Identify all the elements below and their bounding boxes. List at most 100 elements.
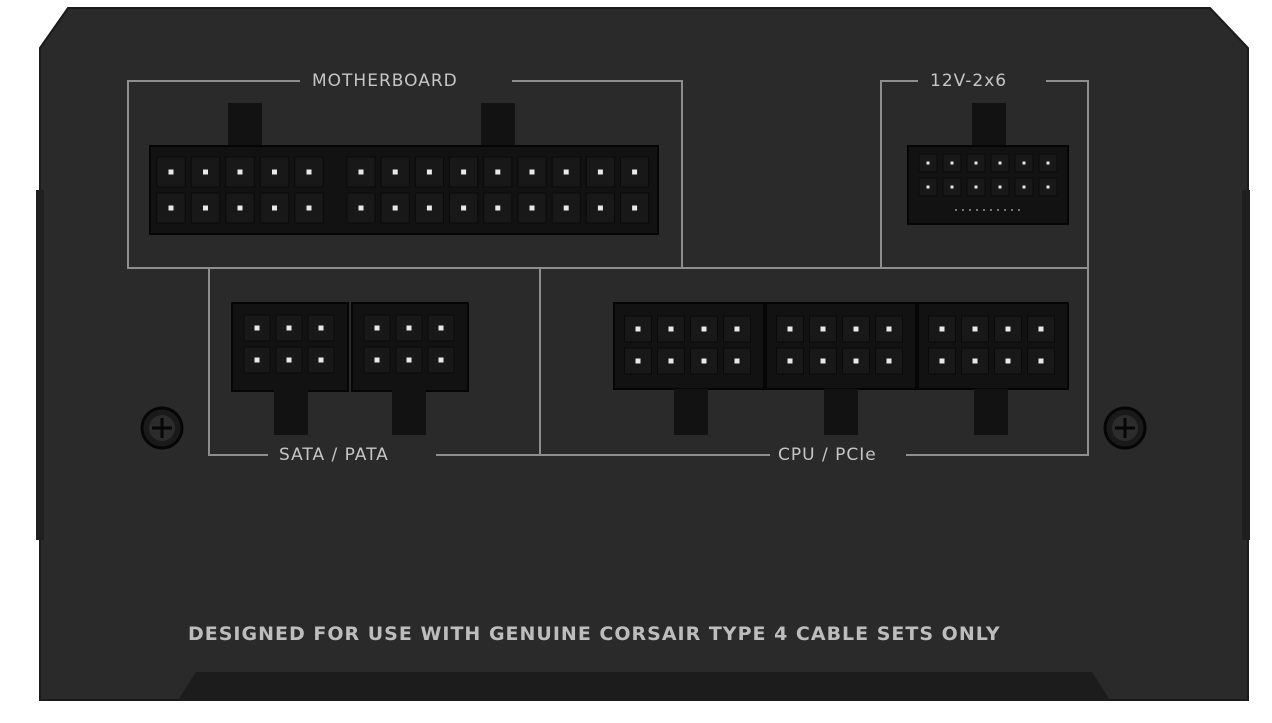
cpu-pcie-pin-cell	[657, 315, 685, 343]
gpu-12v-label: 12V-2x6	[924, 71, 1014, 91]
cpu-pcie-pin	[820, 326, 826, 332]
gpu-12v-pin	[974, 161, 978, 165]
cpu-pcie-pin-cell	[928, 315, 956, 343]
cpu-pcie-pin	[787, 326, 793, 332]
cpu-pcie-pin	[886, 326, 892, 332]
motherboard-pin	[392, 169, 398, 175]
right-screw-icon	[1103, 406, 1147, 450]
motherboard-pin	[272, 205, 277, 211]
motherboard-pin	[306, 205, 312, 211]
cpu-pcie-pin-cell	[1027, 315, 1055, 343]
gpu-12v-pin	[926, 161, 930, 165]
motherboard-pin-cell	[620, 192, 650, 224]
cpu-pcie-pin	[635, 358, 641, 364]
cpu-pcie-pin-cell	[994, 347, 1022, 375]
sata-pin	[318, 325, 324, 331]
gpu-12v-pin	[1022, 161, 1026, 165]
sata-outline	[208, 267, 541, 456]
cpu-pcie-pin	[1005, 358, 1011, 364]
sata-pin	[286, 357, 292, 363]
sata-pin	[374, 325, 380, 331]
cpu-pcie-pin	[853, 326, 859, 332]
cpu-pcie-pin	[972, 358, 978, 364]
motherboard-pin	[237, 169, 243, 175]
motherboard-pin	[632, 169, 638, 175]
motherboard-label: MOTHERBOARD	[306, 71, 464, 91]
motherboard-pin	[529, 205, 535, 211]
cpu-pcie-pin	[939, 358, 945, 364]
cpu-pcie-pin	[635, 326, 641, 332]
cpu-pcie-connectors	[613, 302, 1069, 435]
gpu-12v-pin	[1046, 161, 1050, 165]
motherboard-pin	[358, 205, 364, 211]
motherboard-pin	[495, 169, 501, 175]
motherboard-pin	[392, 205, 398, 211]
sata-pin	[438, 357, 444, 363]
motherboard-pin	[597, 169, 603, 175]
gpu-12v-pin	[926, 185, 930, 189]
gpu-12v-pin	[1022, 185, 1026, 189]
motherboard-pin	[563, 205, 569, 211]
sata-pin-cell	[395, 314, 423, 342]
motherboard-pin	[461, 205, 467, 211]
cpu-pcie-pin	[734, 358, 740, 364]
sata-pin	[438, 325, 444, 331]
gpu-12v-pin	[1046, 185, 1050, 189]
cpu-pcie-pin	[939, 326, 945, 332]
sata-pin	[286, 325, 292, 331]
gpu-12v-connector	[907, 103, 1069, 225]
section-outlines	[127, 80, 1089, 456]
cpu-pcie-pin	[734, 326, 740, 332]
cpu-pcie-pin	[853, 358, 859, 364]
motherboard-pin	[272, 169, 277, 175]
motherboard-pin	[168, 205, 174, 211]
gpu-12v-pin	[998, 161, 1002, 165]
cpu-pcie-pin	[701, 326, 707, 332]
motherboard-pin	[563, 169, 569, 175]
cpu-pcie-pin	[972, 326, 978, 332]
cpu-pcie-pin	[1005, 326, 1011, 332]
sata-pin	[254, 357, 260, 363]
motherboard-pin	[461, 169, 467, 175]
cpu-pcie-pin	[886, 358, 892, 364]
gpu-12v-pin	[950, 185, 954, 189]
motherboard-pin	[203, 169, 208, 175]
left-side-notch	[36, 190, 44, 540]
motherboard-pin	[632, 205, 638, 211]
motherboard-pin	[597, 205, 603, 211]
cpu-pcie-pin	[668, 358, 674, 364]
motherboard-pin	[168, 169, 174, 175]
sata-pata-label: SATA / PATA	[273, 445, 395, 465]
sata-pin	[318, 357, 324, 363]
cpu-pcie-pin	[701, 358, 707, 364]
left-screw-icon	[140, 406, 184, 450]
motherboard-pin	[426, 169, 432, 175]
motherboard-pin	[358, 169, 364, 175]
footer-warning-text: DESIGNED FOR USE WITH GENUINE CORSAIR TY…	[188, 623, 1001, 645]
motherboard-pin	[495, 205, 501, 211]
cpu-pcie-pin	[1038, 326, 1044, 332]
motherboard-pin	[529, 169, 535, 175]
cpu-pcie-outline	[540, 267, 1089, 456]
motherboard-pin-cell	[517, 156, 547, 188]
right-side-notch	[1242, 190, 1250, 540]
motherboard-pin	[426, 205, 432, 211]
motherboard-pin	[306, 169, 312, 175]
sata-connectors	[231, 302, 469, 435]
cpu-pcie-pin	[668, 326, 674, 332]
motherboard-pin	[237, 205, 243, 211]
gpu-12v-pin	[998, 185, 1002, 189]
motherboard-connector	[149, 103, 659, 235]
panel-bottom-foot	[178, 672, 1110, 700]
sata-pin	[406, 325, 412, 331]
sata-pin	[406, 357, 412, 363]
sata-pin	[254, 325, 260, 331]
cpu-pcie-label: CPU / PCIe	[772, 445, 883, 465]
sata-pin	[374, 357, 380, 363]
motherboard-pin	[203, 205, 208, 211]
cpu-pcie-pin	[820, 358, 826, 364]
cpu-pcie-pin	[1038, 358, 1044, 364]
gpu-12v-pin	[950, 161, 954, 165]
